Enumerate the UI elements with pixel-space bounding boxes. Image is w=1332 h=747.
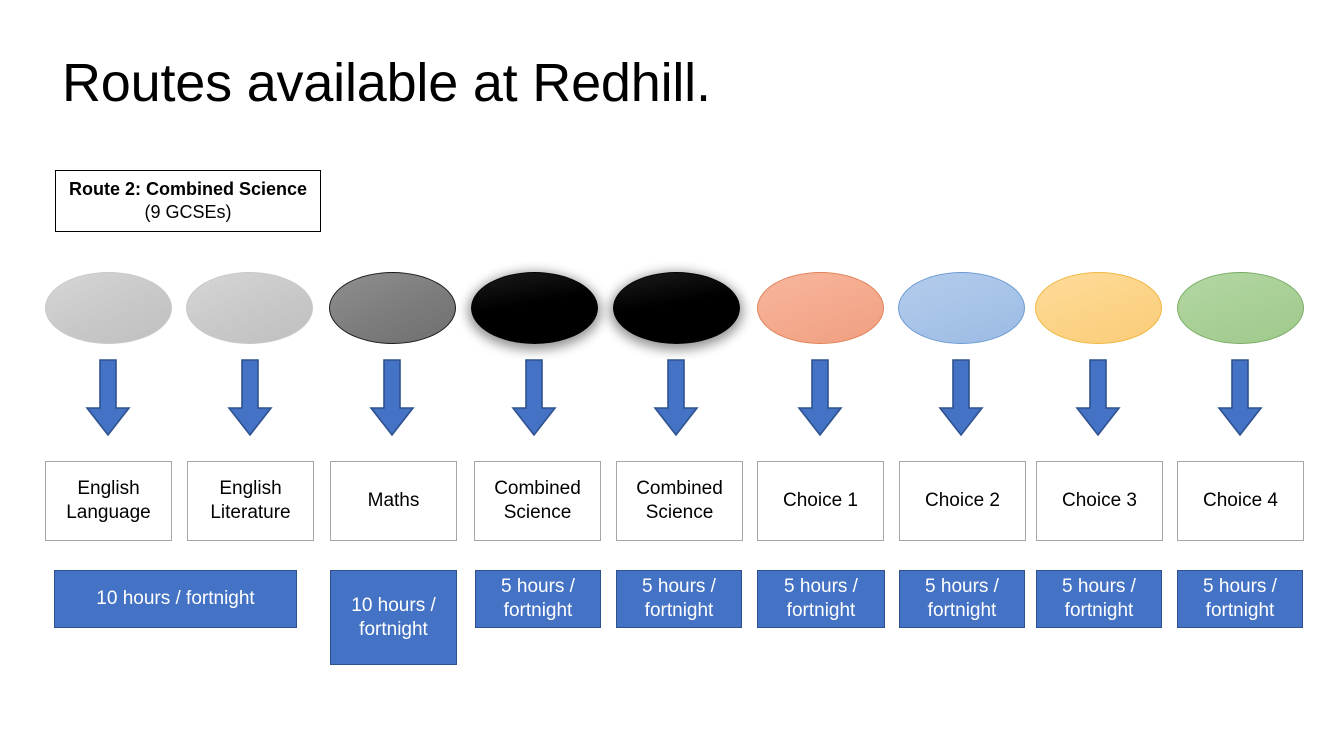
- subject-box-column-8: Choice 3: [1036, 461, 1163, 541]
- route-label-box: Route 2: Combined Science (9 GCSEs): [55, 170, 321, 232]
- hours-bar-maths: 10 hours / fortnight: [330, 570, 457, 665]
- hours-bar-combined-science-2: 5 hours / fortnight: [616, 570, 742, 628]
- ellipse-column-9: [1177, 272, 1304, 344]
- ellipse-column-1: [45, 272, 172, 344]
- ellipse-column-5: [613, 272, 740, 344]
- hours-bar-choice-3: 5 hours / fortnight: [1036, 570, 1162, 628]
- hours-bar-english: 10 hours / fortnight: [54, 570, 297, 628]
- ellipse-column-4: [471, 272, 598, 344]
- ellipse-column-7: [898, 272, 1025, 344]
- ellipse-column-2: [186, 272, 313, 344]
- down-arrow-icon-column-1: [85, 358, 131, 438]
- subject-box-column-9: Choice 4: [1177, 461, 1304, 541]
- page-title: Routes available at Redhill.: [62, 53, 711, 113]
- subject-box-column-6: Choice 1: [757, 461, 884, 541]
- hours-bar-choice-2: 5 hours / fortnight: [899, 570, 1025, 628]
- subject-box-column-2: English Literature: [187, 461, 314, 541]
- ellipse-column-6: [757, 272, 884, 344]
- subject-box-column-3: Maths: [330, 461, 457, 541]
- down-arrow-icon-column-7: [938, 358, 984, 438]
- hours-bar-choice-1: 5 hours / fortnight: [757, 570, 885, 628]
- hours-bar-combined-science-1: 5 hours / fortnight: [475, 570, 601, 628]
- subject-box-column-7: Choice 2: [899, 461, 1026, 541]
- ellipse-column-3: [329, 272, 456, 344]
- route-label-normal: (9 GCSEs): [144, 202, 232, 222]
- subject-box-column-4: Combined Science: [474, 461, 601, 541]
- ellipse-column-8: [1035, 272, 1162, 344]
- hours-bar-choice-4: 5 hours / fortnight: [1177, 570, 1303, 628]
- down-arrow-icon-column-3: [369, 358, 415, 438]
- route-label-text: Route 2: Combined Science (9 GCSEs): [62, 178, 314, 224]
- down-arrow-icon-column-9: [1217, 358, 1263, 438]
- down-arrow-icon-column-6: [797, 358, 843, 438]
- down-arrow-icon-column-8: [1075, 358, 1121, 438]
- route-label-bold: Route 2: Combined Science: [68, 178, 308, 199]
- down-arrow-icon-column-5: [653, 358, 699, 438]
- subject-box-column-5: Combined Science: [616, 461, 743, 541]
- down-arrow-icon-column-2: [227, 358, 273, 438]
- subject-box-column-1: English Language: [45, 461, 172, 541]
- down-arrow-icon-column-4: [511, 358, 557, 438]
